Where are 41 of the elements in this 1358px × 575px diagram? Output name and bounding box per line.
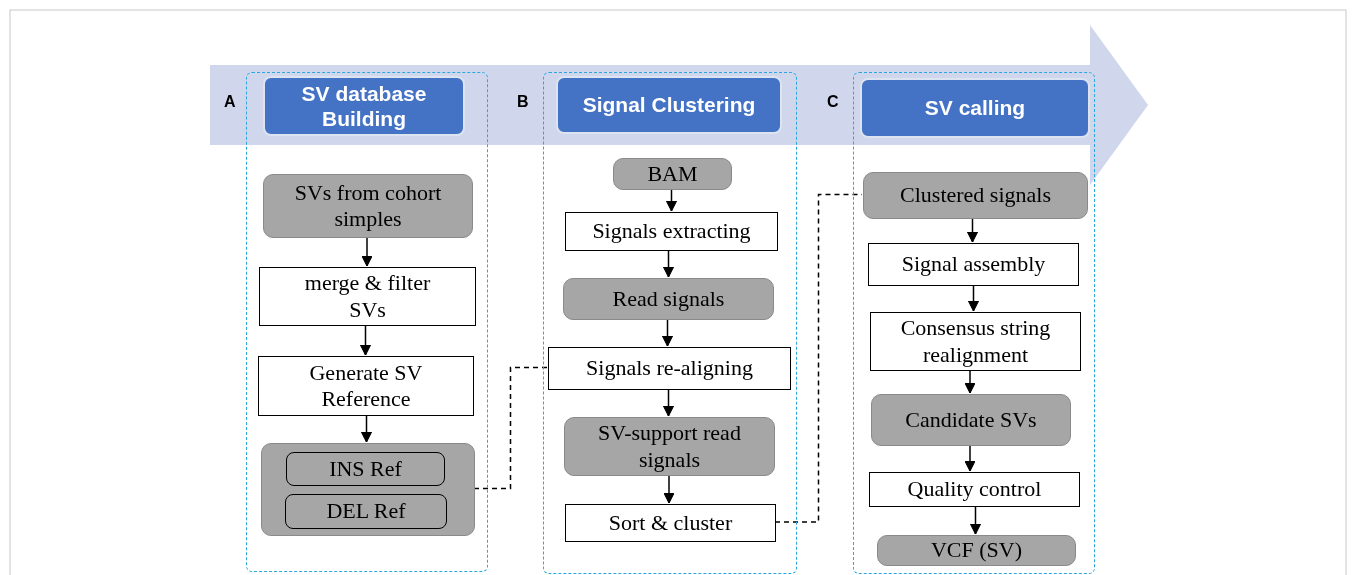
dashed-panel bbox=[853, 72, 1095, 574]
dashed-panel bbox=[246, 72, 488, 572]
reference-box: DEL Ref bbox=[285, 494, 447, 529]
panel-letter: A bbox=[224, 93, 236, 111]
arrow bbox=[360, 414, 373, 443]
stage-header: Signal Clustering bbox=[556, 76, 782, 134]
data-box bbox=[261, 443, 475, 536]
arrow bbox=[969, 505, 982, 535]
arrow bbox=[966, 217, 979, 243]
stage-header: SV database Building bbox=[263, 76, 465, 136]
arrow bbox=[964, 444, 976, 472]
arrow bbox=[361, 236, 373, 267]
arrow bbox=[967, 284, 980, 312]
stage-header: SV calling bbox=[860, 78, 1090, 138]
dashed-connector bbox=[473, 366, 548, 490]
data-box: Clustered signals bbox=[863, 172, 1088, 219]
arrow bbox=[661, 318, 674, 347]
arrow bbox=[665, 188, 678, 212]
process-box: Signals re-aligning bbox=[548, 347, 791, 390]
process-box: Sort & cluster bbox=[565, 504, 776, 542]
process-box: merge & filter SVs bbox=[259, 267, 476, 326]
data-box: VCF (SV) bbox=[877, 535, 1076, 566]
data-box: SVs from cohort simples bbox=[263, 174, 473, 238]
process-box: Quality control bbox=[869, 472, 1080, 507]
process-box: Signal assembly bbox=[868, 243, 1079, 286]
process-box: Generate SV Reference bbox=[258, 356, 474, 416]
process-box: Signals extracting bbox=[565, 212, 778, 251]
arrow bbox=[964, 369, 976, 394]
process-box: Consensus string realignment bbox=[870, 312, 1081, 371]
arrow bbox=[662, 249, 675, 278]
arrow bbox=[663, 474, 675, 504]
panel-letter: B bbox=[517, 93, 529, 111]
data-box: Read signals bbox=[563, 278, 774, 320]
panel-letter: C bbox=[827, 93, 839, 111]
dashed-panel bbox=[543, 72, 797, 574]
arrow bbox=[662, 388, 675, 417]
arrow bbox=[359, 324, 372, 356]
data-box: Candidate SVs bbox=[871, 394, 1071, 446]
reference-box: INS Ref bbox=[286, 452, 445, 486]
data-box: SV-support read signals bbox=[564, 417, 775, 476]
data-box: BAM bbox=[613, 158, 732, 190]
